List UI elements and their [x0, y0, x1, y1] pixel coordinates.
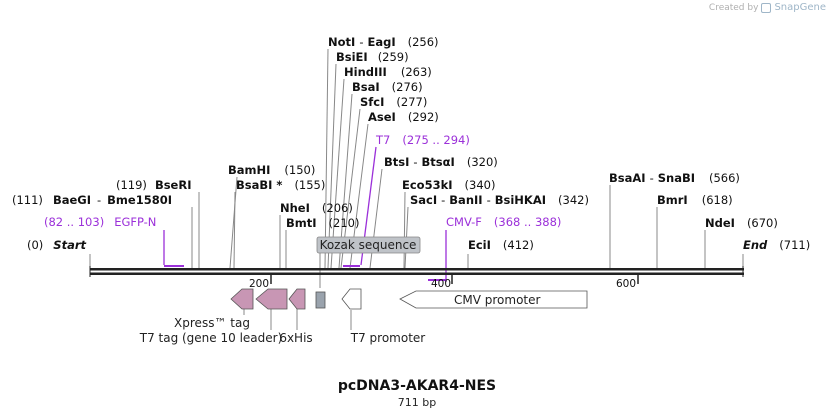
primer-bars [164, 265, 446, 281]
primer-labels: T7(275 .. 294) (82 .. 103)EGFP-N CMV-F(3… [44, 133, 561, 229]
start-label: (0)Start [27, 238, 87, 252]
leader-bamhi [229, 176, 238, 269]
site-bmti: BmtI(210) [286, 216, 359, 230]
tick-label-600: 600 [616, 278, 636, 290]
primer-egfp: (82 .. 103)EGFP-N [44, 215, 156, 229]
enzyme-labels: NotI-EagI(256) BsiEI(259) HindIII(263) B… [12, 35, 778, 252]
tick-label-400: 400 [431, 278, 451, 290]
snapgene-logo-icon [761, 2, 772, 13]
site-bseri: (119)BseRI [116, 178, 191, 192]
xpress-tag-label: Xpress™ tag [174, 316, 250, 330]
primer-cmvf: CMV-F(368 .. 388) [446, 215, 561, 229]
leader-eco53ki [403, 191, 406, 269]
watermark-brand: SnapGene [774, 2, 826, 13]
leader-bsabi [233, 191, 236, 269]
plasmid-name: pcDNA3-AKAR4-NES [337, 378, 497, 394]
site-bamhi: BamHI(150) [228, 163, 315, 177]
leader-noti [324, 48, 329, 269]
cmv-promoter-arrow [399, 290, 588, 309]
t7-promoter-label: T7 promoter [350, 331, 426, 345]
site-saci: SacI-BanII-BsiHKAI(342) [410, 193, 589, 207]
kozak-label-text: Kozak sequence [320, 238, 417, 252]
site-btsi: BtsI-BtsαI(320) [384, 155, 498, 169]
features: CMV promoter [230, 288, 588, 310]
site-ecii: EciI(412) [468, 238, 534, 252]
site-bsaai: BsaAI-SnaBI(566) [609, 171, 740, 185]
site-hindiii: HindIII(263) [344, 65, 432, 79]
backbone [89, 266, 744, 277]
feature-labels: Xpress™ tag T7 tag (gene 10 leader) 6xHi… [139, 316, 426, 345]
site-baegi: (111)BaeGI-Bme1580I [12, 193, 172, 207]
tick-label-200: 200 [249, 278, 269, 290]
scale-ticks: 200 400 600 [249, 275, 639, 290]
leader-bsiei [327, 63, 337, 269]
t7-promoter-arrow [341, 288, 362, 310]
site-noti: NotI-EagI(256) [328, 35, 439, 49]
site-sfci: SfcI(277) [360, 95, 427, 109]
site-bsabi: BsaBI *(155) [236, 178, 325, 192]
cmv-promoter-label: CMV promoter [454, 293, 541, 307]
his-tag-label: 6xHis [279, 331, 312, 345]
snapgene-watermark: Created by SnapGene [709, 2, 826, 13]
leader-lines [89, 48, 744, 330]
watermark-created-by: Created by [708, 2, 759, 13]
site-bsai: BsaI(276) [352, 80, 423, 94]
tag-arrow-his [288, 288, 306, 310]
plasmid-length: 711 bp [397, 396, 437, 409]
primer-t7: T7(275 .. 294) [375, 133, 470, 147]
site-ndei: NdeI(670) [705, 216, 778, 230]
t7-tag-label: T7 tag (gene 10 leader) [139, 331, 283, 345]
site-asei: AseI(292) [368, 110, 439, 124]
site-nhei: NheI(206) [280, 201, 353, 215]
leader-hindiii [330, 78, 345, 269]
tag-arrow-xpress [230, 288, 254, 310]
site-bsiei: BsiEI(259) [336, 50, 409, 64]
site-bmri: BmrI(618) [657, 193, 733, 207]
kozak-label: Kozak sequence [316, 236, 421, 254]
kozak-box [315, 291, 326, 309]
site-eco53ki: Eco53kI(340) [402, 178, 495, 192]
ends: (0)Start End(711) [27, 238, 810, 252]
end-label: End(711) [743, 238, 810, 252]
tag-arrow-t7 [255, 288, 288, 310]
